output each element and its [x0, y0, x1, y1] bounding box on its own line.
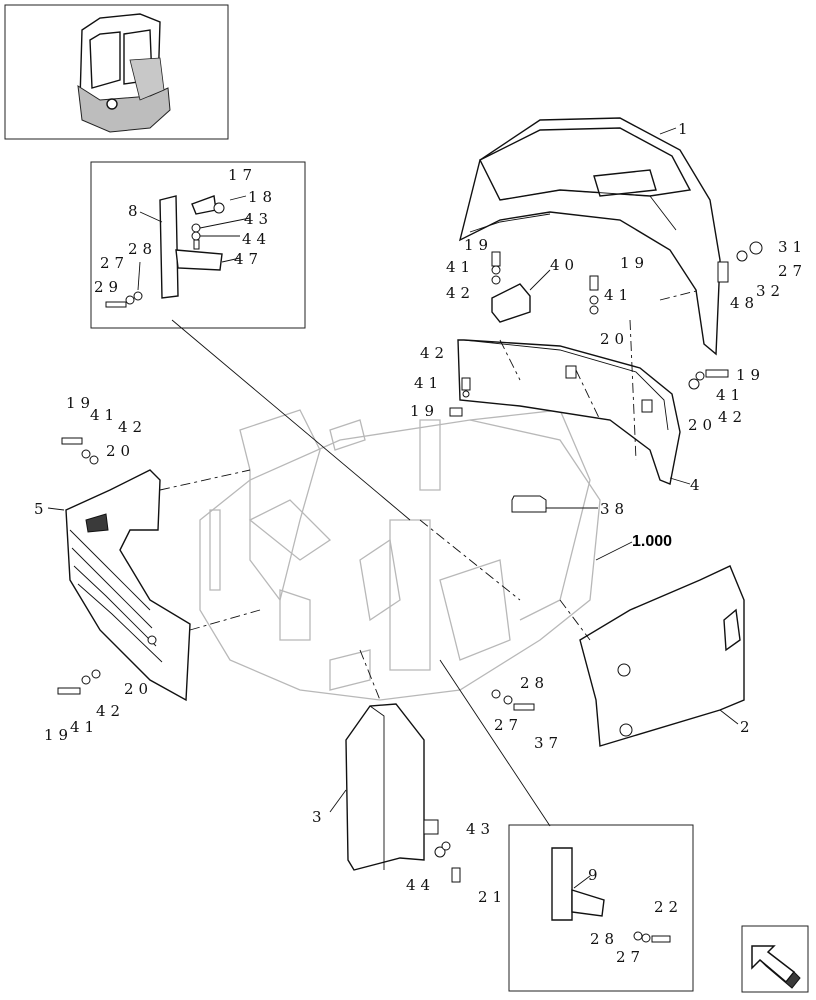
callout-19-e: 19: [66, 394, 95, 412]
callout-3: 3: [312, 808, 327, 826]
callout-21: 21: [478, 888, 507, 906]
part-left-cover: [65, 469, 191, 702]
callout-20-c: 20: [106, 442, 135, 460]
callout-42-e: 42: [96, 702, 125, 720]
part-bracket-38: [511, 495, 547, 513]
callout-47: 47: [234, 250, 263, 268]
callout-4: 4: [690, 476, 705, 494]
callout-42-a: 42: [446, 284, 475, 302]
assembly-lines: [159, 289, 701, 701]
callout-42-d: 42: [118, 418, 147, 436]
callout-27-b: 27: [778, 262, 807, 280]
hardware-fasteners: [57, 241, 763, 883]
callout-48: 48: [730, 294, 759, 312]
part-right-door: [579, 565, 745, 747]
leader-lines: [47, 127, 739, 827]
callout-8: 8: [128, 202, 143, 220]
callout-44-upper: 44: [242, 230, 271, 248]
part-rear-cover: [457, 339, 681, 485]
callout-37: 37: [534, 734, 563, 752]
callout-20-d: 20: [124, 680, 153, 698]
callout-41-e: 41: [90, 406, 119, 424]
callout-43-lower: 43: [466, 820, 495, 838]
callout-17: 17: [228, 166, 257, 184]
callout-19-a: 19: [464, 236, 493, 254]
callout-5: 5: [34, 500, 49, 518]
callout-42-c: 42: [718, 408, 747, 426]
callout-2: 2: [740, 718, 755, 736]
callout-1000: 1.000: [632, 533, 672, 550]
callout-31: 31: [778, 238, 807, 256]
callout-28-mid: 28: [520, 674, 549, 692]
detail-box-lower: [508, 824, 694, 992]
callout-38: 38: [600, 500, 629, 518]
callout-19-f: 19: [44, 726, 73, 744]
callout-29: 29: [94, 278, 123, 296]
callout-27-lower: 27: [616, 948, 645, 966]
callout-19-b: 19: [620, 254, 649, 272]
orientation-arrow-icon: [741, 925, 809, 993]
part-front-cover: [345, 703, 439, 871]
callout-27-mid: 27: [494, 716, 523, 734]
callout-28-lower: 28: [590, 930, 619, 948]
part-top-cover: [458, 117, 721, 356]
callout-40: 40: [550, 256, 579, 274]
callout-41-b: 41: [604, 286, 633, 304]
callout-22: 22: [654, 898, 683, 916]
callout-19-c: 19: [410, 402, 439, 420]
detail-box-upper: [90, 161, 306, 329]
callout-20-a: 20: [600, 330, 629, 348]
callout-27-upper: 27: [100, 254, 129, 272]
callout-41-c: 41: [414, 374, 443, 392]
callout-43-upper: 43: [244, 210, 273, 228]
lower-frame: [199, 409, 601, 701]
callout-44-lower: 44: [406, 876, 435, 894]
callout-32: 32: [756, 282, 785, 300]
callout-20-b: 20: [688, 416, 717, 434]
callout-42-b: 42: [420, 344, 449, 362]
machine-overview-icon: [77, 13, 171, 133]
callout-9: 9: [588, 866, 603, 884]
callout-41-f: 41: [70, 718, 99, 736]
callout-41-a: 41: [446, 258, 475, 276]
callout-41-d: 41: [716, 386, 745, 404]
callout-labels: 1 2 3 4 5 1.000 17 18 8 43 44 47 28 27 2…: [34, 120, 807, 966]
machine-overview-thumbnail: [4, 4, 229, 140]
part-bracket-40: [491, 283, 531, 323]
callout-28-upper: 28: [128, 240, 157, 258]
callout-18: 18: [248, 188, 277, 206]
callout-1: 1: [678, 120, 693, 138]
callout-19-d: 19: [736, 366, 765, 384]
